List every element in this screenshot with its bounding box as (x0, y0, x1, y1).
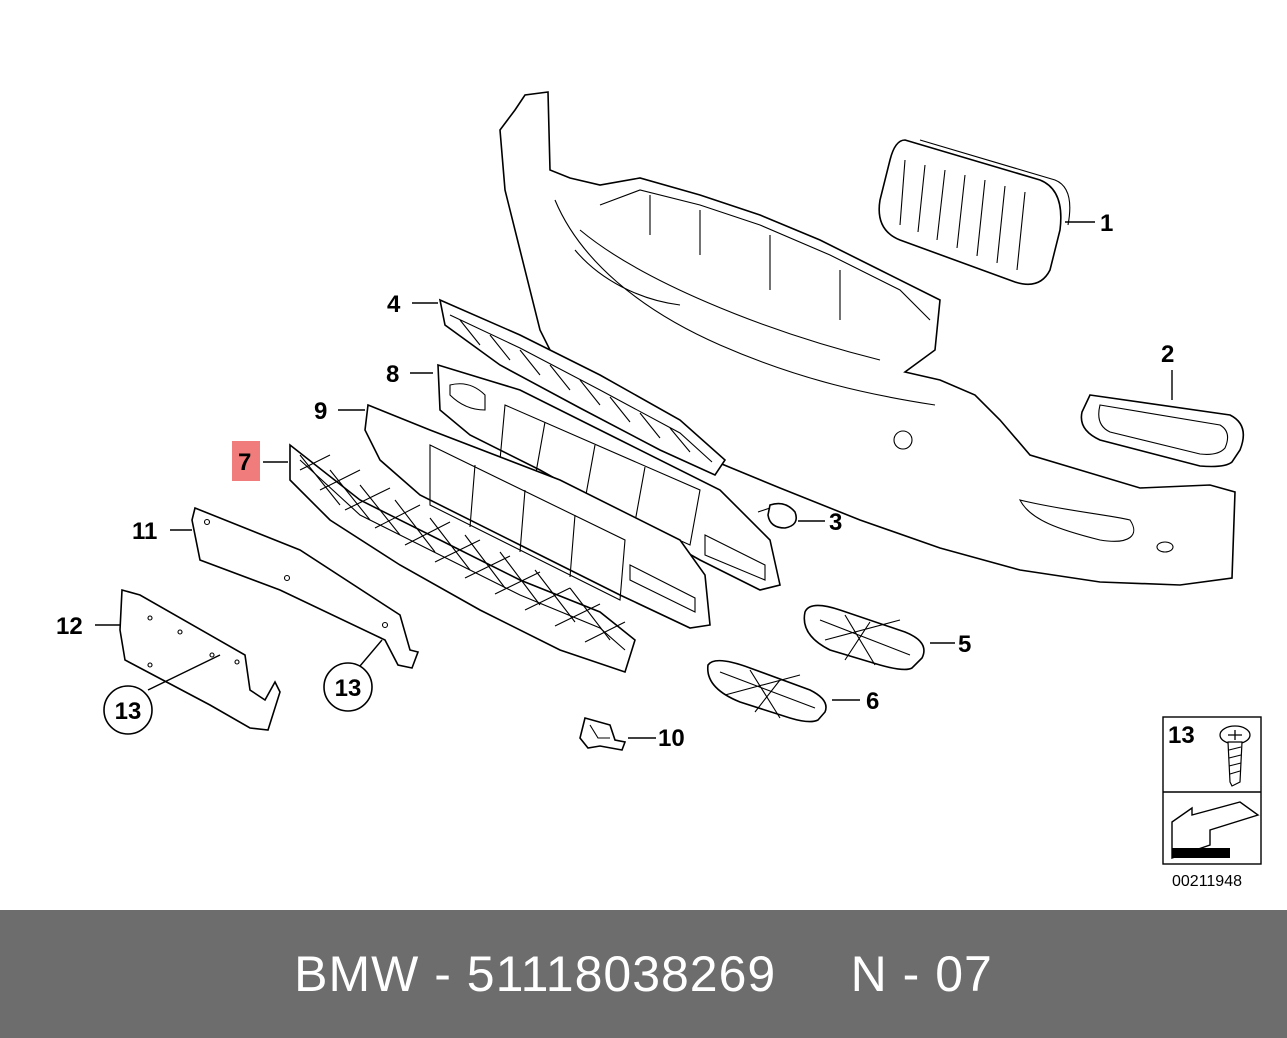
callout-5: 5 (958, 631, 971, 658)
plug-cap (757, 502, 798, 529)
svg-text:13: 13 (115, 698, 142, 725)
callout-12: 12 (56, 613, 83, 640)
legend-box: 13 (1162, 716, 1262, 865)
parts-diagram: 1 2 3 4 5 6 7 8 9 10 11 12 13 13 13 (56, 91, 1262, 890)
callout-7-highlight (232, 441, 260, 481)
callout-4: 4 (387, 291, 401, 318)
callout-13-left: 13 (103, 685, 153, 735)
callout-8: 8 (386, 361, 399, 388)
bracket (579, 717, 627, 751)
callout-1: 1 (1100, 210, 1113, 237)
callout-11: 11 (132, 518, 157, 545)
svg-text:13: 13 (335, 675, 362, 702)
image-id: 00211948 (1172, 873, 1242, 890)
license-plate-base (191, 506, 420, 669)
license-plate-holder (119, 588, 281, 731)
kidney-grille (878, 139, 1071, 286)
callout-13-right: 13 (323, 662, 373, 712)
grille-frame-upper (437, 363, 781, 591)
callout-7: 7 (238, 449, 251, 476)
part-number-caption: BMW - 51118038269 N - 07 (294, 946, 993, 1002)
callout-9: 9 (314, 398, 327, 425)
fog-grille-left (707, 659, 827, 723)
legend-number: 13 (1168, 722, 1195, 749)
lower-mesh-grille (289, 443, 636, 674)
upper-grille-strip (438, 298, 727, 477)
fog-grille-right (803, 604, 925, 671)
callout-3: 3 (829, 509, 842, 536)
grille-frame-lower (364, 403, 711, 629)
screw-icon (1219, 725, 1251, 787)
fog-light-ring (1080, 394, 1245, 468)
callout-2: 2 (1161, 341, 1174, 368)
arrow-icon (1171, 801, 1260, 859)
callout-6: 6 (866, 688, 879, 715)
callouts: 1 2 3 4 5 6 7 8 9 10 11 12 (56, 210, 1174, 752)
footer-bar: BMW - 51118038269 N - 07 (0, 910, 1287, 1038)
callout-10: 10 (658, 725, 685, 752)
leader-lines (95, 221, 1173, 739)
